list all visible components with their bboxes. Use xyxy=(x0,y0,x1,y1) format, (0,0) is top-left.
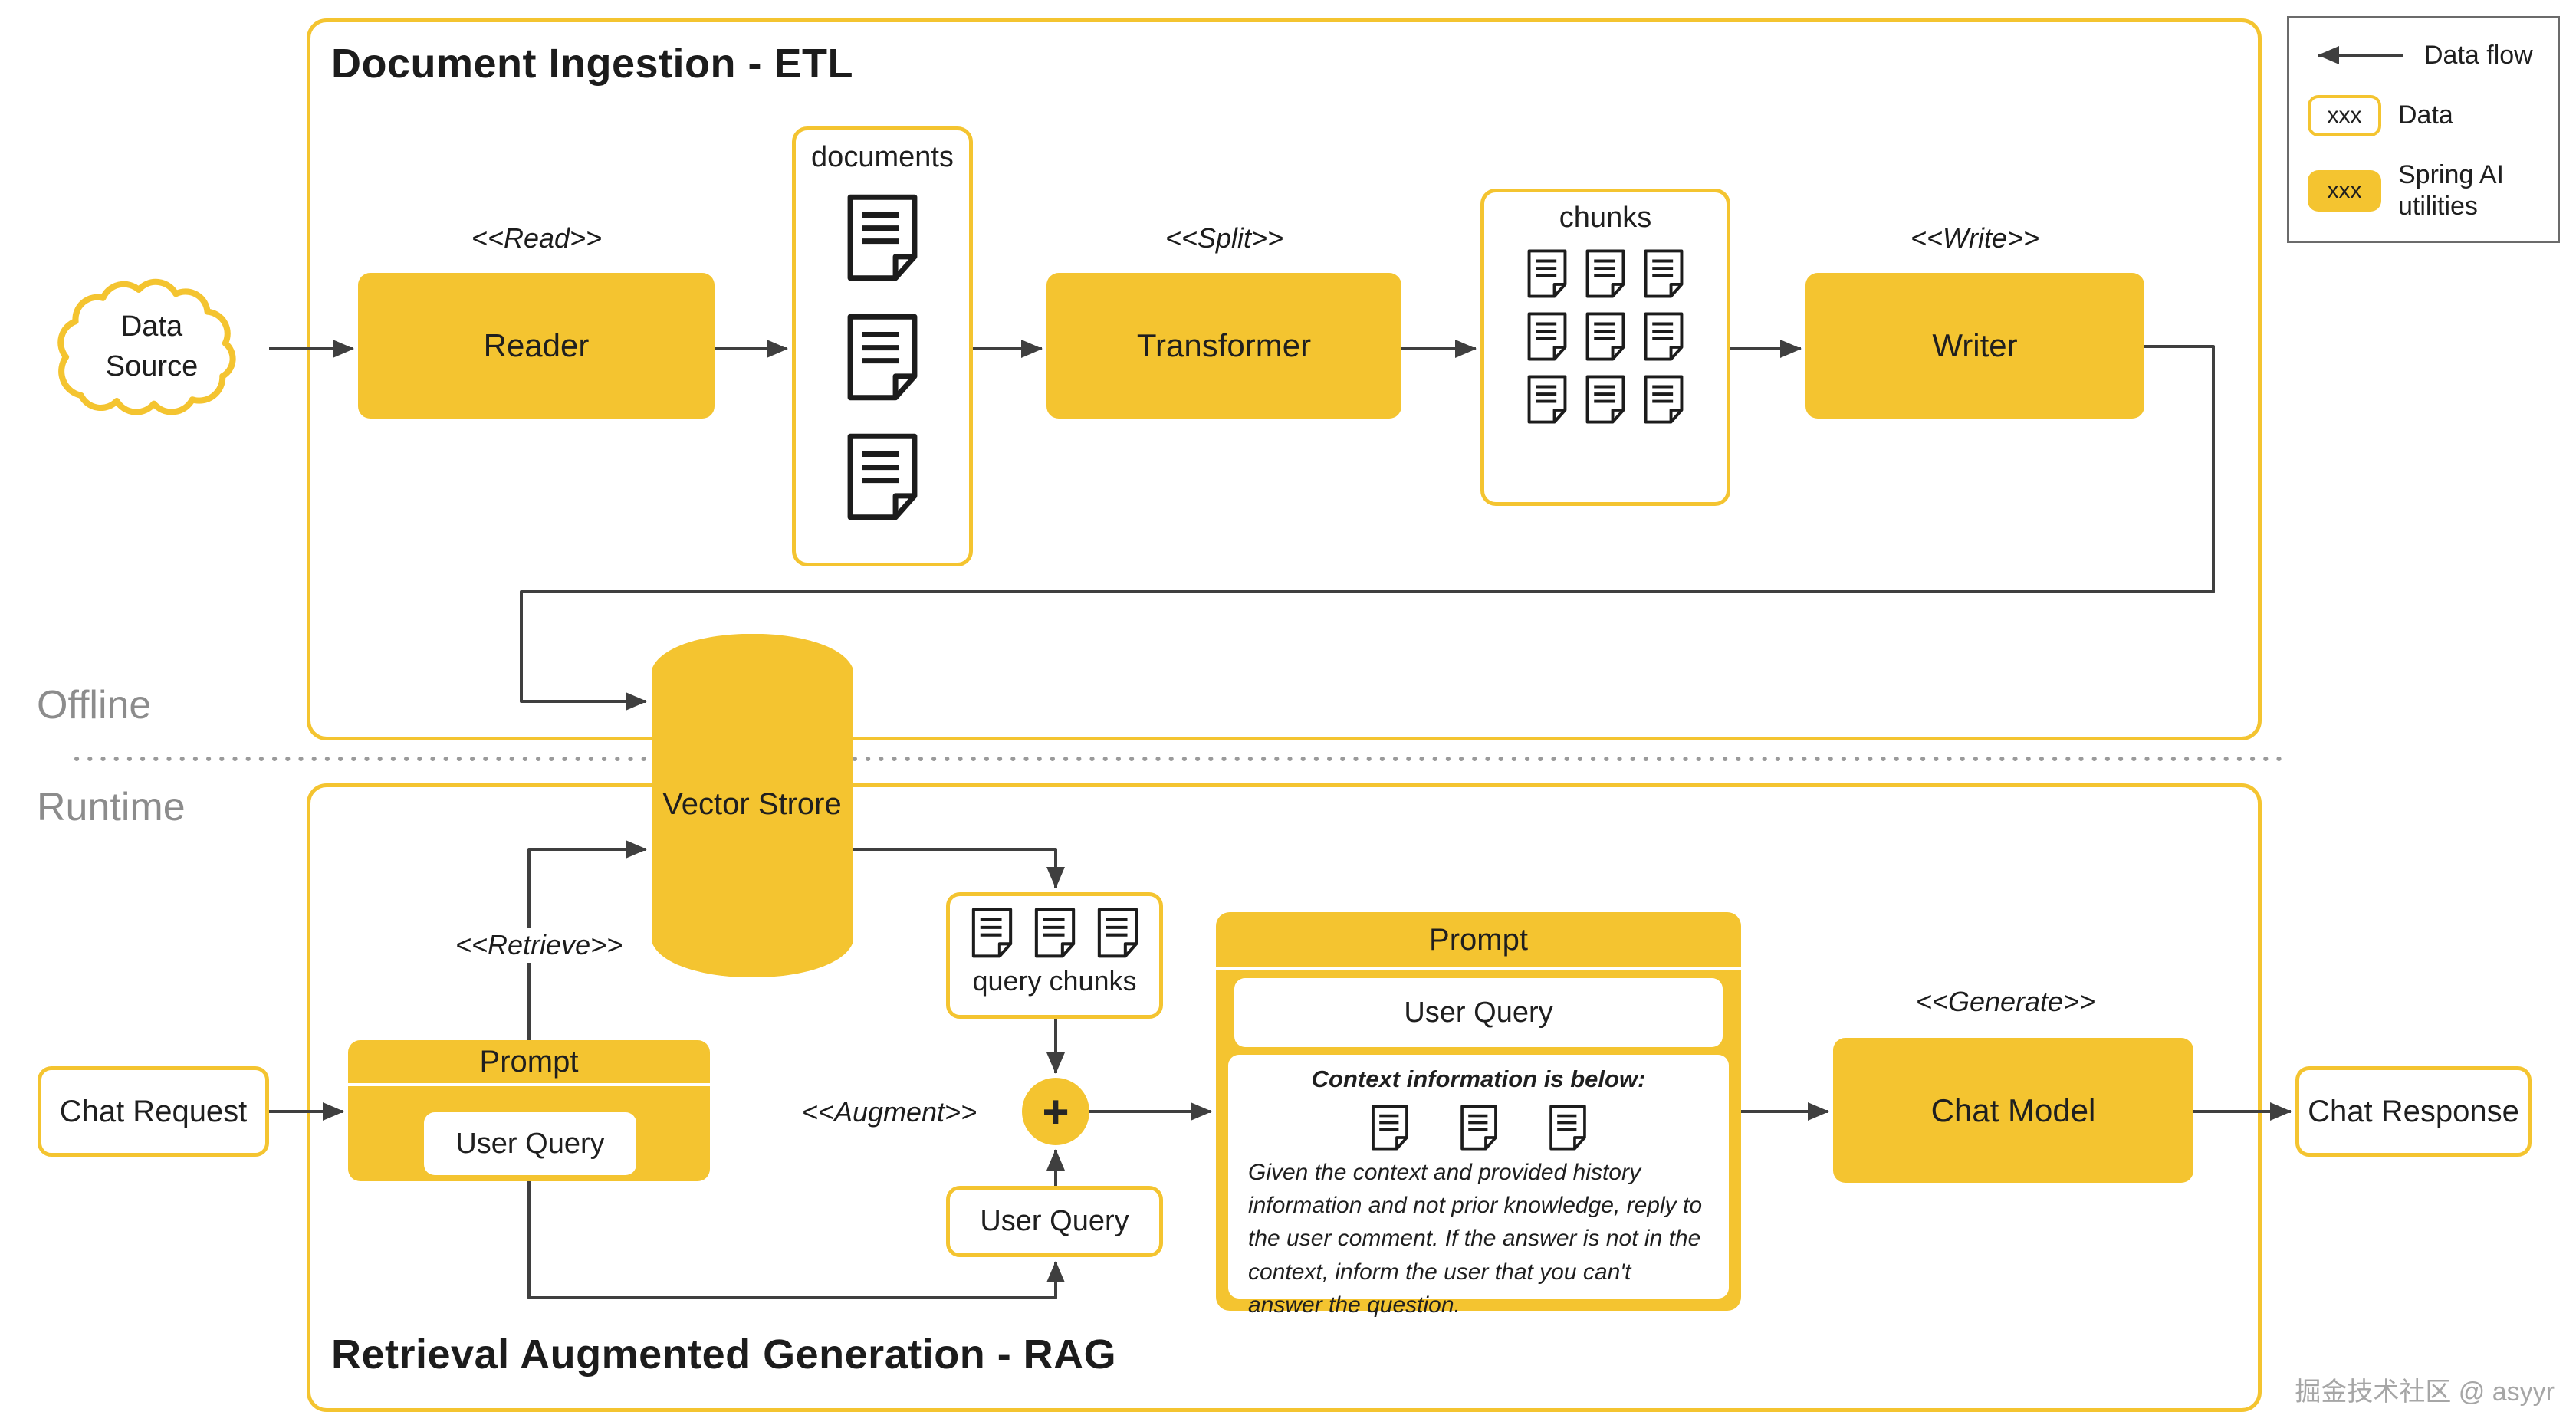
documents-label: documents xyxy=(811,141,954,173)
read-stereotype: <<Read>> xyxy=(471,222,603,254)
document-icon xyxy=(1584,311,1627,362)
chunks-group: chunks xyxy=(1480,189,1730,506)
writer-node: Writer xyxy=(1806,273,2144,419)
retrieve-stereotype: <<Retrieve>> xyxy=(448,928,624,963)
prompt-divider xyxy=(348,1083,710,1086)
etl-container xyxy=(307,18,2262,740)
spring-label: Spring AI utilities xyxy=(2398,160,2504,222)
document-icon xyxy=(1642,248,1685,299)
augment-stereotype: <<Augment>> xyxy=(801,1096,978,1128)
document-icon xyxy=(1548,1104,1588,1151)
legend-data-flow-row: Data flow xyxy=(2308,40,2539,71)
document-icon xyxy=(1370,1104,1410,1151)
legend-data-row: xxx Data xyxy=(2308,94,2539,136)
prompt-detail-context: Context information is below: Given the … xyxy=(1228,1055,1729,1318)
document-icon xyxy=(1096,907,1140,959)
write-stereotype: <<Write>> xyxy=(1910,222,2040,254)
prompt-detail-divider xyxy=(1216,967,1741,970)
reader-node: Reader xyxy=(358,273,715,419)
watermark: 掘金技术社区 @ asyyr xyxy=(2295,1377,2555,1407)
chat-response-node: Chat Response xyxy=(2295,1066,2532,1157)
cylinder-icon xyxy=(652,633,853,978)
document-icon xyxy=(1526,248,1569,299)
chunks-label: chunks xyxy=(1559,202,1652,234)
document-icon xyxy=(844,192,921,283)
legend: Data flow xxx Data xxx Spring AI utiliti… xyxy=(2287,16,2560,243)
data-flow-label: Data flow xyxy=(2424,41,2533,70)
rag-title: Retrieval Augmented Generation - RAG xyxy=(331,1331,1117,1377)
prompt-box-title: Prompt xyxy=(479,1044,579,1079)
context-doc-icons xyxy=(1228,1104,1729,1151)
document-icon xyxy=(1584,248,1627,299)
prompt-box: Prompt User Query xyxy=(348,1040,710,1181)
cloud-icon xyxy=(58,278,236,415)
generate-stereotype: <<Generate>> xyxy=(1915,986,2096,1017)
etl-title: Document Ingestion - ETL xyxy=(331,41,853,87)
data-flow-arrow-icon xyxy=(2318,46,2404,65)
prompt-detail-user-query: User Query xyxy=(1234,978,1723,1047)
augment-plus-node: + xyxy=(1022,1078,1089,1145)
vector-store-node xyxy=(652,633,853,978)
documents-group: documents xyxy=(792,126,973,566)
chat-request-node: Chat Request xyxy=(38,1066,269,1157)
prompt-user-query: User Query xyxy=(424,1112,636,1175)
document-icon xyxy=(1033,907,1077,959)
prompt-detail-box: Prompt User Query Context information is… xyxy=(1216,912,1741,1318)
document-icon xyxy=(844,312,921,402)
legend-spring-row: xxx Spring AI utilities xyxy=(2308,159,2539,222)
transformer-node: Transformer xyxy=(1046,273,1401,419)
data-source-label: Data Source xyxy=(105,310,199,383)
document-icon xyxy=(1584,374,1627,425)
user-query-node: User Query xyxy=(946,1186,1163,1257)
query-chunks-label: query chunks xyxy=(972,965,1137,997)
context-body: Given the context and provided history i… xyxy=(1248,1160,1703,1318)
data-chip: xxx xyxy=(2308,94,2381,136)
runtime-label: Runtime xyxy=(37,785,186,829)
context-heading: Context information is below: xyxy=(1311,1065,1646,1092)
chat-model-node: Chat Model xyxy=(1833,1038,2193,1183)
document-icon xyxy=(844,432,921,522)
spring-chip: xxx xyxy=(2308,170,2381,212)
prompt-detail-title: Prompt xyxy=(1429,922,1528,957)
rag-container xyxy=(307,783,2262,1412)
document-icon xyxy=(1642,374,1685,425)
vector-store-label: Vector Strore xyxy=(662,787,842,821)
document-icon xyxy=(1526,374,1569,425)
data-label: Data xyxy=(2398,100,2453,130)
query-chunks-group: query chunks xyxy=(946,892,1163,1019)
document-icon xyxy=(970,907,1014,959)
split-stereotype: <<Split>> xyxy=(1165,222,1284,254)
document-icon xyxy=(1459,1104,1499,1151)
document-icon xyxy=(1526,311,1569,362)
offline-label: Offline xyxy=(37,683,152,727)
document-icon xyxy=(1642,311,1685,362)
data-source-node xyxy=(31,270,273,428)
